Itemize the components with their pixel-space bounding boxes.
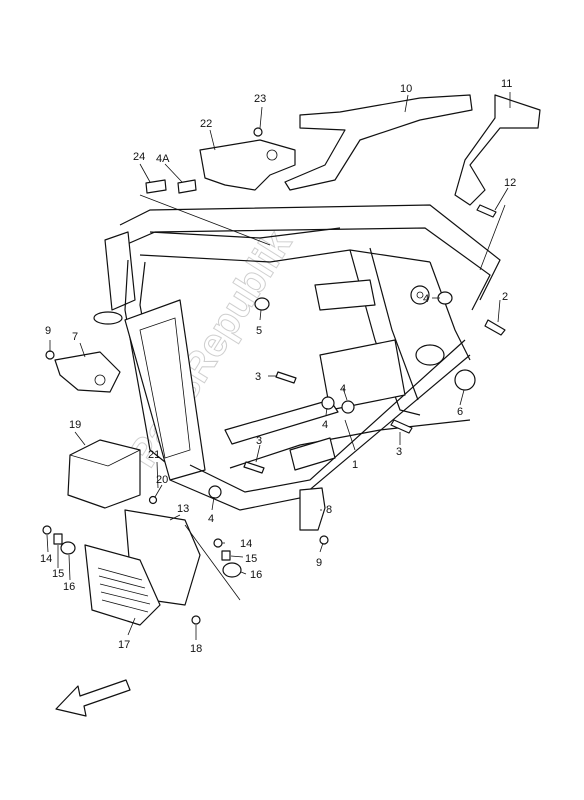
callout-1: 1	[352, 459, 358, 471]
bolt-20[interactable]	[148, 495, 158, 505]
callout-10: 10	[400, 83, 412, 95]
callout-23: 23	[254, 93, 266, 105]
grommet-16-left[interactable]	[60, 541, 76, 555]
callout-7: 7	[72, 331, 78, 343]
callout-4A: 4A	[156, 153, 170, 165]
bracket-22[interactable]	[199, 139, 296, 191]
main-frame[interactable]	[93, 204, 501, 511]
bolt-3b[interactable]	[243, 461, 265, 474]
callout-20: 20	[156, 474, 168, 486]
callout-15b: 15	[245, 553, 257, 565]
bush-5[interactable]	[254, 297, 270, 311]
callout-16b: 16	[250, 569, 262, 581]
seat-rail-left[interactable]	[284, 94, 473, 191]
callout-19: 19	[69, 419, 81, 431]
leader-lines	[46, 92, 511, 640]
bolt-18[interactable]	[191, 615, 201, 625]
callout-11: 11	[501, 78, 512, 90]
side-cover-17[interactable]	[84, 544, 161, 626]
callout-14a: 14	[40, 553, 52, 565]
callout-18: 18	[190, 643, 202, 655]
callout-24: 24	[133, 151, 145, 163]
bush-4d[interactable]	[208, 485, 222, 499]
washer-14-left[interactable]	[42, 525, 52, 535]
callout-3b: 3	[256, 435, 262, 447]
bush-4b[interactable]	[321, 396, 335, 410]
callout-4d: 4	[208, 513, 214, 525]
callout-4b: 4	[340, 383, 346, 395]
bolt-3c[interactable]	[390, 419, 413, 434]
callout-4c: 4	[322, 419, 328, 431]
bolt-3a[interactable]	[275, 371, 297, 384]
callout-9b: 9	[316, 557, 322, 569]
bracket-8[interactable]	[299, 487, 326, 531]
washer-14-right[interactable]	[213, 538, 223, 548]
callout-17: 17	[118, 639, 130, 651]
cushion-24[interactable]	[145, 179, 167, 194]
battery-box-19[interactable]	[67, 439, 141, 509]
callout-8: 8	[326, 504, 332, 516]
callout-22: 22	[200, 118, 212, 130]
collar-15-left[interactable]	[53, 533, 63, 545]
callout-6: 6	[457, 406, 463, 418]
bush-4c[interactable]	[341, 400, 355, 414]
callout-15a: 15	[52, 568, 64, 580]
callout-13: 13	[177, 503, 189, 515]
callout-5: 5	[256, 325, 262, 337]
bolt-9-left[interactable]	[45, 350, 55, 360]
callout-3c: 3	[396, 446, 402, 458]
callout-9a: 9	[45, 325, 51, 337]
callout-labels: 1 2 3 3 3 4 4 4 4 4A 5 6 7 8 9 9 10 11 1…	[40, 78, 516, 655]
bracket-7[interactable]	[54, 351, 121, 393]
callout-3a: 3	[255, 371, 261, 383]
collar-15-right[interactable]	[221, 550, 231, 561]
cushion-4A[interactable]	[177, 179, 197, 194]
callout-14b: 14	[240, 538, 252, 550]
callout-21: 21	[148, 449, 160, 461]
callout-4a: 4	[423, 293, 429, 305]
front-direction-arrow-icon	[55, 679, 131, 717]
grommet-16-right[interactable]	[222, 562, 242, 578]
bolt-9-right[interactable]	[319, 535, 329, 545]
callout-16a: 16	[63, 581, 75, 593]
seat-rail-right[interactable]	[454, 94, 541, 206]
callout-12: 12	[504, 177, 516, 189]
bolt-2[interactable]	[484, 319, 506, 336]
cap-6[interactable]	[454, 369, 476, 391]
bolt-23[interactable]	[253, 127, 263, 137]
bush-4a[interactable]	[437, 291, 453, 305]
callout-2: 2	[502, 291, 508, 303]
bolt-12[interactable]	[476, 204, 497, 218]
